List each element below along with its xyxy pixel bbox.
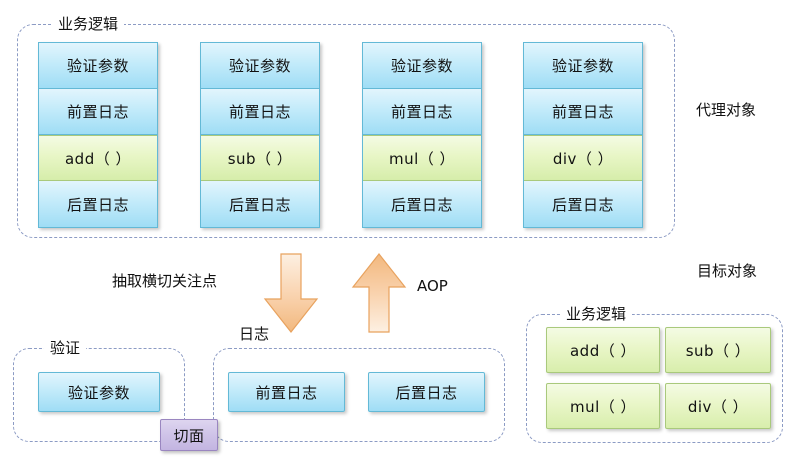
method-column-sub: 验证参数 前置日志 sub（ ） 后置日志 <box>200 42 320 228</box>
proxy-group-label: 业务逻辑 <box>52 15 125 33</box>
cell-after-log: 后置日志 <box>524 181 642 227</box>
cell-validate-params: 验证参数 <box>39 43 157 89</box>
target-method-sub: sub（ ） <box>665 327 771 373</box>
target-method-add: add（ ） <box>546 327 660 373</box>
aspect-box-after-log: 后置日志 <box>368 372 485 412</box>
cell-method-div: div（ ） <box>524 135 642 181</box>
target-method-mul: mul（ ） <box>546 383 660 429</box>
cell-before-log: 前置日志 <box>524 89 642 135</box>
up-arrow-icon <box>350 252 408 336</box>
cell-method-sub: sub（ ） <box>201 135 319 181</box>
logging-group <box>213 348 505 442</box>
cell-before-log: 前置日志 <box>363 89 481 135</box>
cell-after-log: 后置日志 <box>201 181 319 227</box>
target-object-side-label: 目标对象 <box>697 262 758 280</box>
logging-group-label: 日志 <box>233 325 276 343</box>
method-column-mul: 验证参数 前置日志 mul（ ） 后置日志 <box>362 42 482 228</box>
target-group-label: 业务逻辑 <box>560 305 633 323</box>
proxy-object-side-label: 代理对象 <box>696 101 757 119</box>
method-column-div: 验证参数 前置日志 div（ ） 后置日志 <box>523 42 643 228</box>
cell-method-add: add（ ） <box>39 135 157 181</box>
cell-before-log: 前置日志 <box>39 89 157 135</box>
validation-group <box>13 348 185 442</box>
aspect-box-validate-params: 验证参数 <box>38 372 160 412</box>
proxy-object-group <box>17 24 675 238</box>
cell-after-log: 后置日志 <box>39 181 157 227</box>
validation-group-label: 验证 <box>44 339 87 357</box>
cell-validate-params: 验证参数 <box>201 43 319 89</box>
cell-validate-params: 验证参数 <box>363 43 481 89</box>
aspect-box-before-log: 前置日志 <box>228 372 345 412</box>
target-business-logic-group <box>526 314 783 443</box>
target-method-div: div（ ） <box>665 383 771 429</box>
extract-crosscutting-label: 抽取横切关注点 <box>112 272 218 290</box>
aspect-chip: 切面 <box>160 419 218 451</box>
cell-validate-params: 验证参数 <box>524 43 642 89</box>
method-column-add: 验证参数 前置日志 add（ ） 后置日志 <box>38 42 158 228</box>
down-arrow-icon <box>262 252 320 336</box>
cell-method-mul: mul（ ） <box>363 135 481 181</box>
aop-label: AOP <box>417 277 448 295</box>
cell-before-log: 前置日志 <box>201 89 319 135</box>
cell-after-log: 后置日志 <box>363 181 481 227</box>
